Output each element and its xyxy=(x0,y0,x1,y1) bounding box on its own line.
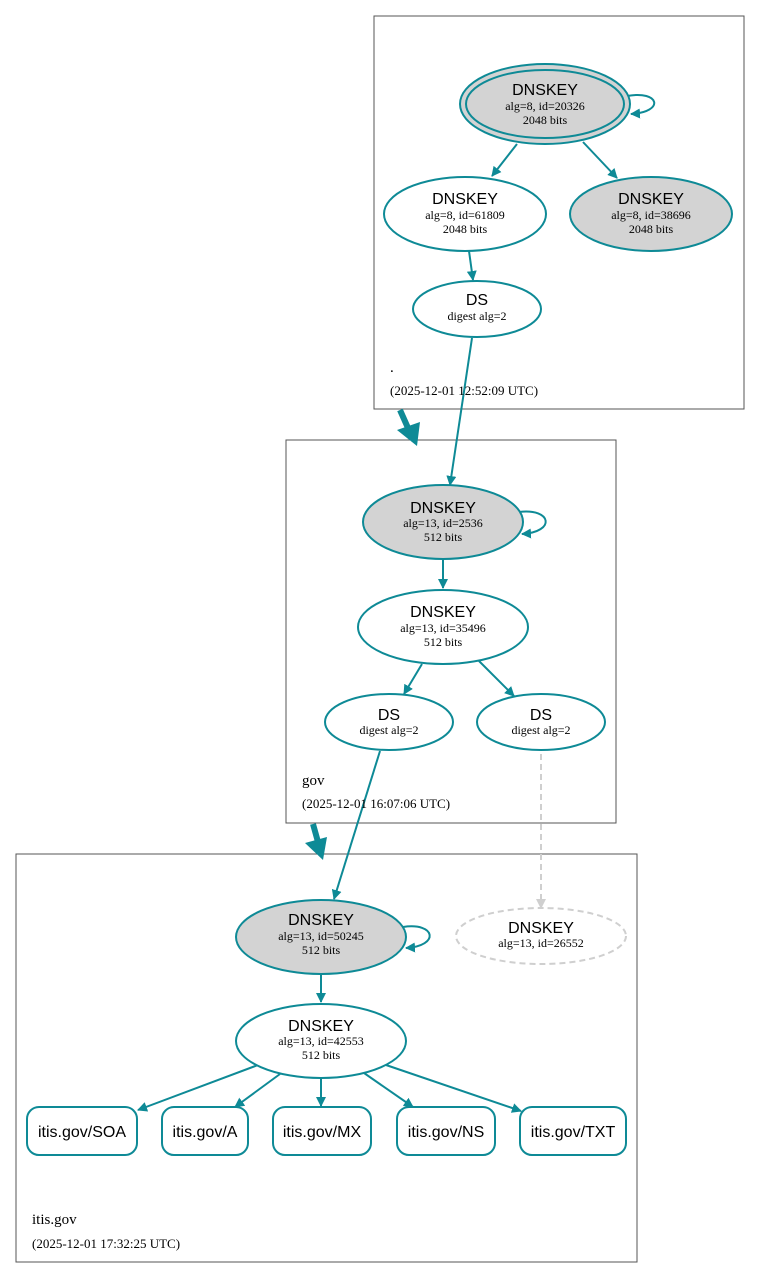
edge-gov-ds1-itis-ksk xyxy=(331,750,381,900)
gov-zsk-node[interactable]: DNSKEY alg=13, id=35496 512 bits xyxy=(357,589,529,665)
itis-ksk-params: alg=13, id=50245 xyxy=(278,929,364,943)
zone-gov-timestamp: (2025-12-01 16:07:06 UTC) xyxy=(302,796,450,811)
gov-ds1-title: DS xyxy=(378,707,400,724)
itis-missing-key-title: DNSKEY xyxy=(508,920,574,937)
rrset-soa-node[interactable]: itis.gov/SOA xyxy=(26,1106,138,1156)
rrset-txt-node[interactable]: itis.gov/TXT xyxy=(519,1106,627,1156)
rrset-mx-label: itis.gov/MX xyxy=(283,1124,362,1141)
itis-zsk-node[interactable]: DNSKEY alg=13, id=42553 512 bits xyxy=(235,1003,407,1079)
edge-root-ksk-key3 xyxy=(582,141,618,179)
gov-ds2-title: DS xyxy=(530,707,552,724)
rrset-txt-label: itis.gov/TXT xyxy=(531,1124,616,1141)
itis-ksk-title: DNSKEY xyxy=(288,912,354,929)
edge-gov-zsk-ds2 xyxy=(478,660,515,697)
zone-root-name: . xyxy=(390,360,394,376)
zone-itis-name: itis.gov xyxy=(32,1212,77,1228)
root-ds-node[interactable]: DS digest alg=2 xyxy=(412,280,542,338)
root-ksk-bits: 2048 bits xyxy=(523,113,568,127)
root-ksk-params: alg=8, id=20326 xyxy=(505,99,585,113)
root-ds-digest: digest alg=2 xyxy=(447,309,506,323)
rrset-a-label: itis.gov/A xyxy=(173,1124,238,1141)
root-ksk-node[interactable]: DNSKEY alg=8, id=20326 2048 bits xyxy=(459,63,631,145)
gov-zsk-params: alg=13, id=35496 xyxy=(400,621,486,635)
itis-ksk-node[interactable]: DNSKEY alg=13, id=50245 512 bits xyxy=(235,899,407,975)
rrset-soa-label: itis.gov/SOA xyxy=(38,1124,126,1141)
edge-itis-zsk-ns xyxy=(363,1072,414,1108)
root-key3-params: alg=8, id=38696 xyxy=(611,208,691,222)
root-key3-node[interactable]: DNSKEY alg=8, id=38696 2048 bits xyxy=(569,176,733,252)
itis-zsk-title: DNSKEY xyxy=(288,1018,354,1035)
rrset-ns-node[interactable]: itis.gov/NS xyxy=(396,1106,496,1156)
edge-itis-ksk-selfsign xyxy=(402,925,431,953)
gov-ds1-digest: digest alg=2 xyxy=(359,723,418,737)
edge-itis-zsk-soa xyxy=(137,1064,259,1112)
root-ksk-title: DNSKEY xyxy=(512,82,578,99)
gov-ksk-params: alg=13, id=2536 xyxy=(403,516,483,530)
root-zsk-node[interactable]: DNSKEY alg=8, id=61809 2048 bits xyxy=(383,176,547,252)
root-zsk-params: alg=8, id=61809 xyxy=(425,208,505,222)
rrset-a-node[interactable]: itis.gov/A xyxy=(161,1106,249,1156)
gov-zsk-bits: 512 bits xyxy=(424,635,463,649)
edge-gov-zsk-ds1 xyxy=(403,663,423,695)
delegation-gov-itis xyxy=(305,823,327,860)
edge-root-zsk-ds xyxy=(466,250,477,281)
edge-root-ksk-zsk xyxy=(491,143,518,177)
delegation-root-gov xyxy=(397,408,420,446)
root-key3-title: DNSKEY xyxy=(618,191,684,208)
zone-itis-timestamp: (2025-12-01 17:32:25 UTC) xyxy=(32,1236,180,1251)
root-zsk-title: DNSKEY xyxy=(432,191,498,208)
edge-root-ksk-selfsign xyxy=(626,93,656,119)
itis-missing-key-params: alg=13, id=26552 xyxy=(498,936,584,950)
gov-ds2-node[interactable]: DS digest alg=2 xyxy=(476,693,606,751)
edge-itis-zsk-txt xyxy=(385,1064,522,1113)
zone-root-timestamp: (2025-12-01 12:52:09 UTC) xyxy=(390,383,538,398)
zone-gov-name: gov xyxy=(302,773,325,789)
zone-root-box xyxy=(373,15,745,410)
itis-ksk-bits: 512 bits xyxy=(302,943,341,957)
itis-zsk-bits: 512 bits xyxy=(302,1048,341,1062)
root-zsk-bits: 2048 bits xyxy=(443,222,488,236)
rrset-mx-node[interactable]: itis.gov/MX xyxy=(272,1106,372,1156)
gov-ksk-node[interactable]: DNSKEY alg=13, id=2536 512 bits xyxy=(362,484,524,560)
edge-root-ds-gov-ksk xyxy=(446,337,473,486)
itis-zsk-params: alg=13, id=42553 xyxy=(278,1034,364,1048)
gov-ds2-digest: digest alg=2 xyxy=(511,723,570,737)
gov-ksk-bits: 512 bits xyxy=(424,530,463,544)
root-ds-title: DS xyxy=(466,292,488,309)
rrset-ns-label: itis.gov/NS xyxy=(408,1124,484,1141)
gov-ds1-node[interactable]: DS digest alg=2 xyxy=(324,693,454,751)
root-key3-bits: 2048 bits xyxy=(629,222,674,236)
gov-ksk-title: DNSKEY xyxy=(410,500,476,517)
edge-itis-zsk-a xyxy=(234,1073,281,1108)
gov-zsk-title: DNSKEY xyxy=(410,604,476,621)
itis-missing-key-node[interactable]: DNSKEY alg=13, id=26552 xyxy=(455,907,627,965)
zone-gov-box xyxy=(285,439,617,824)
zone-itis-box xyxy=(15,853,638,1263)
edge-gov-ksk-selfsign xyxy=(518,510,547,539)
